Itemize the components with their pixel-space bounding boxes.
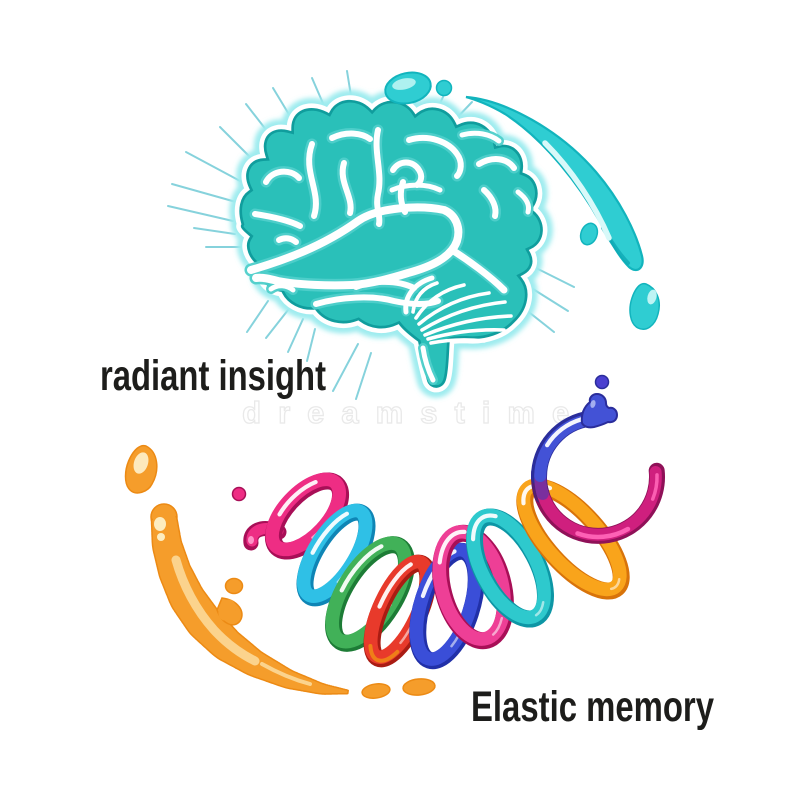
svg-text:Elastic memory: Elastic memory [471,683,714,731]
svg-text:dreamstime.: dreamstime. [242,395,612,430]
svg-text:radiant insight: radiant insight [100,352,326,400]
